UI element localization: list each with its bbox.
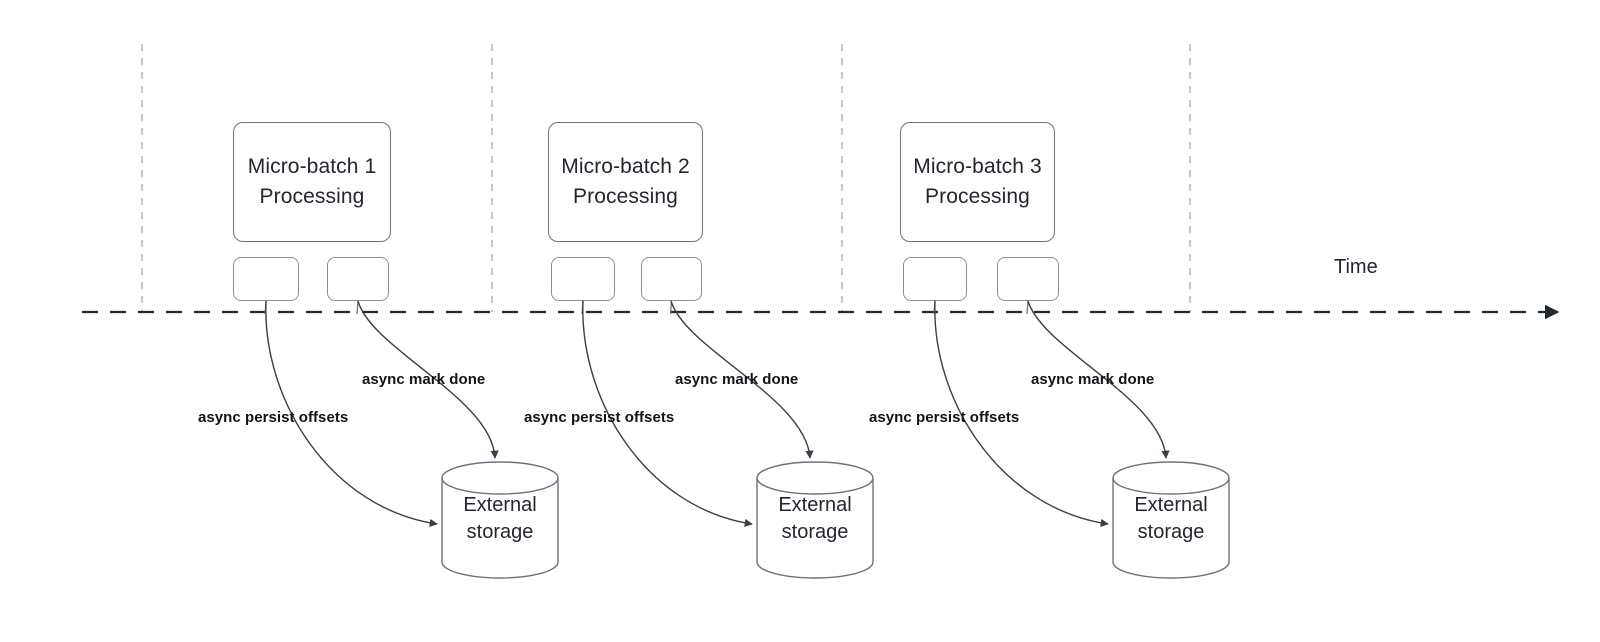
storage-cylinder-top-1	[441, 477, 559, 495]
storage-cylinder-top-3	[1112, 477, 1230, 495]
async-mark-done-label-3: async mark done	[1031, 371, 1155, 388]
async-persist-offsets-label-3: async persist offsets	[869, 409, 1020, 426]
async-persist-offsets-arrow-2	[582, 300, 753, 527]
async-persist-offsets-label-1: async persist offsets	[198, 409, 349, 426]
tick-box-persist-2[interactable]	[551, 257, 615, 301]
processing-box-1[interactable]: Micro-batch 1 Processing	[233, 122, 391, 242]
edge-curves-group	[264, 300, 1170, 527]
processing-box-3[interactable]: Micro-batch 3 Processing	[900, 122, 1055, 242]
async-mark-done-label-1: async mark done	[362, 371, 486, 388]
tick-box-markdone-3[interactable]	[997, 257, 1059, 301]
time-axis-label: Time	[1334, 256, 1378, 278]
async-mark-done-label-2: async mark done	[675, 371, 799, 388]
processing-box-label: Micro-batch 2 Processing	[561, 155, 690, 208]
async-persist-offsets-label-2: async persist offsets	[524, 409, 675, 426]
processing-box-label: Micro-batch 3 Processing	[913, 155, 1042, 208]
processing-box-label: Micro-batch 1 Processing	[247, 155, 377, 208]
async-mark-done-arrow-3	[1027, 300, 1170, 459]
processing-box-2[interactable]: Micro-batch 2 Processing	[548, 122, 703, 242]
tick-connector-3-2	[1026, 300, 1029, 315]
storage-cylinder-top-2	[756, 477, 874, 495]
tick-box-persist-3[interactable]	[903, 257, 967, 301]
tick-box-markdone-1[interactable]	[327, 257, 389, 301]
storage-cylinder-body-3	[1112, 461, 1230, 579]
async-mark-done-arrow-2	[670, 300, 814, 459]
async-persist-offsets-arrow-3	[934, 300, 1109, 527]
storage-cylinder-body-1	[441, 461, 559, 579]
storage-cylinders-group	[441, 461, 1230, 579]
storage-cylinder-body-2	[756, 461, 874, 579]
tick-box-persist-1[interactable]	[233, 257, 299, 301]
async-persist-offsets-arrow-1	[265, 300, 438, 527]
async-mark-done-arrow-1	[357, 300, 499, 459]
tick-box-markdone-2[interactable]	[641, 257, 702, 301]
tick-connector-1-2	[356, 300, 359, 315]
boundary-lines-group	[141, 44, 1191, 312]
